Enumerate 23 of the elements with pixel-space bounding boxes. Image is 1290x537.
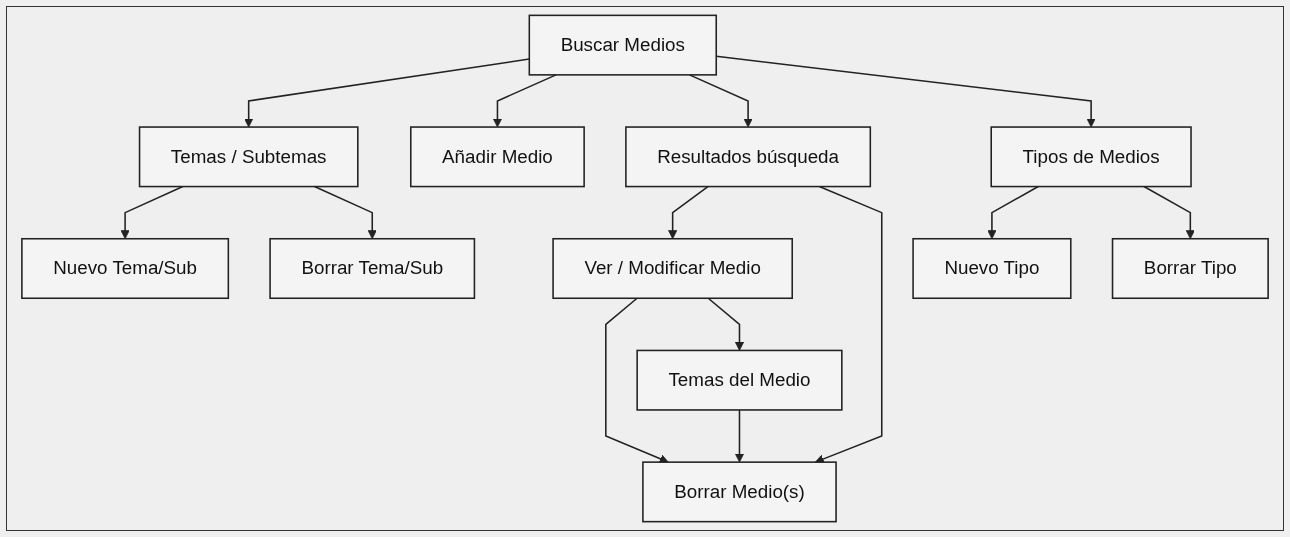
arrow bbox=[120, 185, 184, 240]
arrow bbox=[668, 185, 709, 240]
arrow bbox=[734, 409, 745, 463]
node-box: Nuevo Tema/Sub bbox=[21, 237, 230, 300]
node-box: Buscar Medios bbox=[528, 14, 718, 76]
arrow bbox=[707, 297, 745, 351]
arrow bbox=[688, 74, 753, 128]
arrow bbox=[492, 74, 557, 128]
node-box: Temas / Subtemas bbox=[138, 126, 359, 188]
node-box: Añadir Medio bbox=[410, 126, 585, 188]
node-box: Ver / Modificar Medio bbox=[552, 237, 793, 300]
arrow bbox=[313, 185, 377, 240]
node-box: Borrar Medio(s) bbox=[642, 461, 837, 523]
node-box: Nuevo Tipo bbox=[912, 237, 1072, 300]
arrow bbox=[605, 297, 669, 464]
node-box: Temas del Medio bbox=[636, 349, 843, 411]
node-box: Borrar Tema/Sub bbox=[269, 237, 476, 300]
arrow bbox=[987, 185, 1040, 240]
node-box: Resultados búsqueda bbox=[625, 126, 872, 188]
arrow bbox=[814, 185, 883, 464]
node-box: Borrar Tipo bbox=[1111, 237, 1269, 300]
arrow bbox=[1143, 185, 1195, 240]
node-box: Tipos de Medios bbox=[990, 126, 1192, 188]
